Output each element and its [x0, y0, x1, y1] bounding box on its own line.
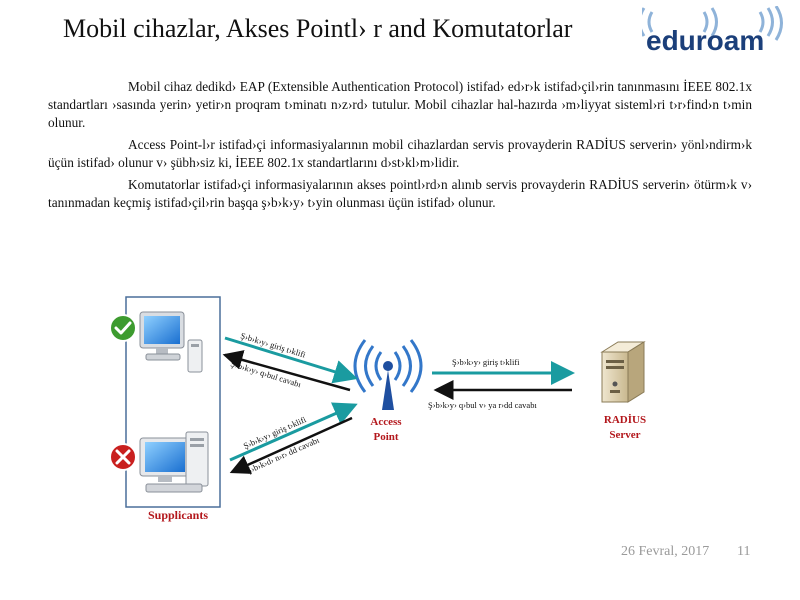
access-point-label-line2: Point: [373, 431, 398, 443]
arrow-top-reply: [222, 350, 351, 392]
arrow-bottom-request: [229, 402, 358, 462]
cross-icon: [109, 443, 137, 471]
wifi-waves-icon: [642, 6, 783, 41]
body-text: Mobil cihaz dedikd› EAP (Extensible Auth…: [48, 78, 752, 216]
arrow-server-request-label: Ş›b›k›y› giriş t›klifi: [452, 357, 520, 367]
server-icon: [600, 341, 646, 403]
paragraph-access-point: Access Point-l›r istifad›çi informasiyal…: [48, 137, 752, 170]
arrow-bottom-reply: [229, 416, 353, 474]
footer-page-number: 11: [737, 544, 751, 559]
arrow-top-request: [224, 336, 358, 384]
desktop-computer-icon: [139, 431, 209, 493]
check-icon: [109, 314, 137, 342]
arrow-server-reply-label: Ş›b›k›y› q›bul v› ya r›dd cavabı: [428, 400, 537, 410]
paragraph-komutatorlar: Komutatorlar istifad›çi informasiyaların…: [48, 177, 752, 210]
slide-title: Mobil cihazlar, Akses Pointl› r and Komu…: [63, 14, 573, 43]
supplicants-label: Supplicants: [148, 508, 208, 522]
footer-date: 26 Fevral, 2017: [621, 544, 710, 559]
monitor-icon: [139, 311, 203, 373]
radius-label-line2: Server: [609, 429, 640, 441]
radius-label-line1: RADİUS: [604, 414, 646, 426]
eduroam-logo: eduroam: [642, 6, 783, 56]
supplicants-box: [125, 296, 221, 508]
access-point-label-line1: Access: [370, 416, 402, 428]
paragraph-mobile-devices: Mobil cihaz dedikd› EAP (Extensible Auth…: [48, 79, 752, 130]
logo-text: eduroam: [646, 25, 764, 56]
access-point-icon: [353, 339, 423, 410]
